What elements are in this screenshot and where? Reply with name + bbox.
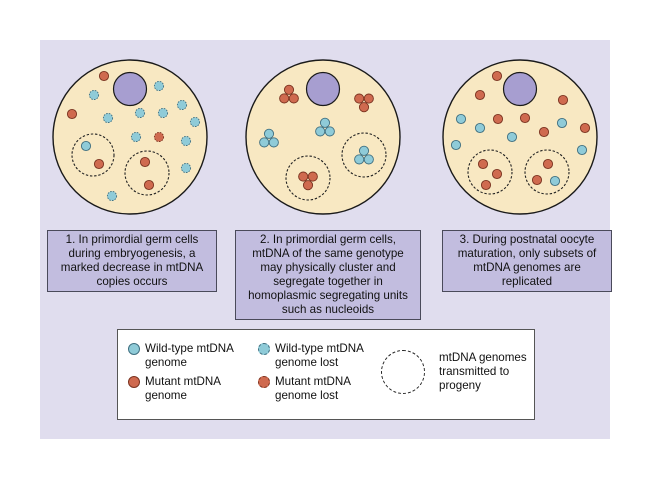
- mutant-mtdna-icon: [491, 168, 503, 180]
- wild-type-mtdna-icon: [358, 145, 370, 156]
- wild-type-genome-icon: [128, 343, 140, 355]
- mutant-mtdna-lost-icon: [153, 131, 165, 143]
- step-2-caption: 2. In primordial germ cells, mtDNA of th…: [235, 230, 421, 320]
- transmitted-unit-icon: [381, 350, 425, 394]
- legend-transmitted: mtDNA genomes transmitted to progeny: [381, 350, 527, 394]
- wild-type-mtdna-lost-icon: [157, 107, 169, 119]
- mutant-mtdna-icon: [519, 112, 531, 124]
- wild-type-mtdna-icon: [363, 154, 374, 165]
- mutant-mtdna-icon: [302, 180, 314, 191]
- mutant-mtdna-icon: [279, 93, 290, 104]
- wild-type-mtdna-icon: [80, 140, 92, 152]
- mutant-mtdna-icon: [542, 158, 554, 170]
- wild-type-mtdna-lost-icon: [153, 80, 165, 92]
- mutant-mtdna-icon: [358, 102, 370, 113]
- mutant-mtdna-icon: [354, 93, 365, 104]
- mutant-mtdna-icon: [477, 158, 489, 170]
- legend-wild-type: Wild-type mtDNA genome: [128, 342, 234, 370]
- mutant-mtdna-icon: [363, 93, 374, 104]
- mutant-mtdna-icon: [557, 94, 569, 106]
- mutant-mtdna-icon: [98, 70, 110, 82]
- transmitted-unit-ring: [467, 149, 513, 195]
- legend: Wild-type mtDNA genome Mutant mtDNA geno…: [117, 329, 535, 420]
- mutant-mtdna-icon: [283, 84, 295, 95]
- mutant-genome-lost-icon: [258, 376, 270, 388]
- wild-type-mtdna-icon: [354, 154, 365, 165]
- wild-type-mtdna-icon: [450, 139, 462, 151]
- wild-type-mtdna-icon: [259, 137, 270, 148]
- mutant-mtdna-icon: [538, 126, 550, 138]
- legend-mutant-lost: Mutant mtDNA genome lost: [258, 375, 351, 403]
- mutant-mtdna-icon: [531, 174, 543, 186]
- wild-type-mtdna-icon: [319, 117, 331, 128]
- wild-type-mtdna-icon: [324, 126, 335, 137]
- transmitted-unit-ring: [71, 133, 115, 177]
- wild-type-mtdna-icon: [315, 126, 326, 137]
- wild-type-mtdna-lost-icon: [180, 162, 192, 174]
- wild-type-mtdna-lost-icon: [189, 116, 201, 128]
- wild-type-mtdna-icon: [506, 131, 518, 143]
- wild-type-mtdna-icon: [263, 128, 275, 139]
- mutant-mtdna-icon: [491, 70, 503, 82]
- wild-type-mtdna-lost-icon: [130, 131, 142, 143]
- legend-mutant: Mutant mtDNA genome: [128, 375, 221, 403]
- mutant-mtdna-icon: [579, 122, 591, 134]
- transmitted-unit-ring: [341, 132, 387, 178]
- mutant-mtdna-icon: [307, 171, 318, 182]
- legend-wild-type-label: Wild-type mtDNA genome: [145, 342, 234, 369]
- wild-type-mtdna-icon: [474, 122, 486, 134]
- nucleus-icon: [502, 71, 538, 107]
- transmitted-unit-ring: [285, 155, 331, 201]
- mutant-mtdna-icon: [298, 171, 309, 182]
- mutant-mtdna-icon: [93, 158, 105, 170]
- mutant-mtdna-icon: [66, 108, 78, 120]
- legend-wild-type-lost: Wild-type mtDNA genome lost: [258, 342, 364, 370]
- wild-type-mtdna-icon: [576, 144, 588, 156]
- mutant-mtdna-icon: [474, 89, 486, 101]
- wild-type-mtdna-icon: [455, 113, 467, 125]
- wild-type-mtdna-lost-icon: [176, 99, 188, 111]
- mutant-mtdna-icon: [480, 179, 492, 191]
- step-1-caption: 1. In primordial germ cells during embry…: [47, 230, 217, 292]
- mutant-genome-icon: [128, 376, 140, 388]
- wild-type-genome-lost-icon: [258, 343, 270, 355]
- legend-transmitted-label: mtDNA genomes transmitted to progeny: [439, 351, 527, 392]
- nucleus-icon: [112, 71, 148, 107]
- nucleus-icon: [305, 71, 341, 107]
- wild-type-mtdna-lost-icon: [180, 135, 192, 147]
- mutant-mtdna-icon: [492, 113, 504, 125]
- wild-type-mtdna-icon: [268, 137, 279, 148]
- legend-wild-type-lost-label: Wild-type mtDNA genome lost: [275, 342, 364, 369]
- mutant-mtdna-icon: [288, 93, 299, 104]
- mutant-mtdna-icon: [139, 156, 151, 168]
- mutant-mtdna-icon: [143, 179, 155, 191]
- transmitted-unit-ring: [524, 149, 570, 195]
- wild-type-mtdna-icon: [556, 117, 568, 129]
- step-3-caption: 3. During postnatal oocyte maturation, o…: [442, 230, 612, 292]
- legend-mutant-label: Mutant mtDNA genome: [145, 375, 222, 402]
- wild-type-mtdna-lost-icon: [134, 107, 146, 119]
- wild-type-mtdna-lost-icon: [102, 112, 114, 124]
- wild-type-mtdna-lost-icon: [88, 89, 100, 101]
- transmitted-unit-ring: [124, 150, 170, 196]
- legend-mutant-lost-label: Mutant mtDNA genome lost: [275, 375, 352, 402]
- wild-type-mtdna-lost-icon: [106, 190, 118, 202]
- wild-type-mtdna-icon: [549, 175, 561, 187]
